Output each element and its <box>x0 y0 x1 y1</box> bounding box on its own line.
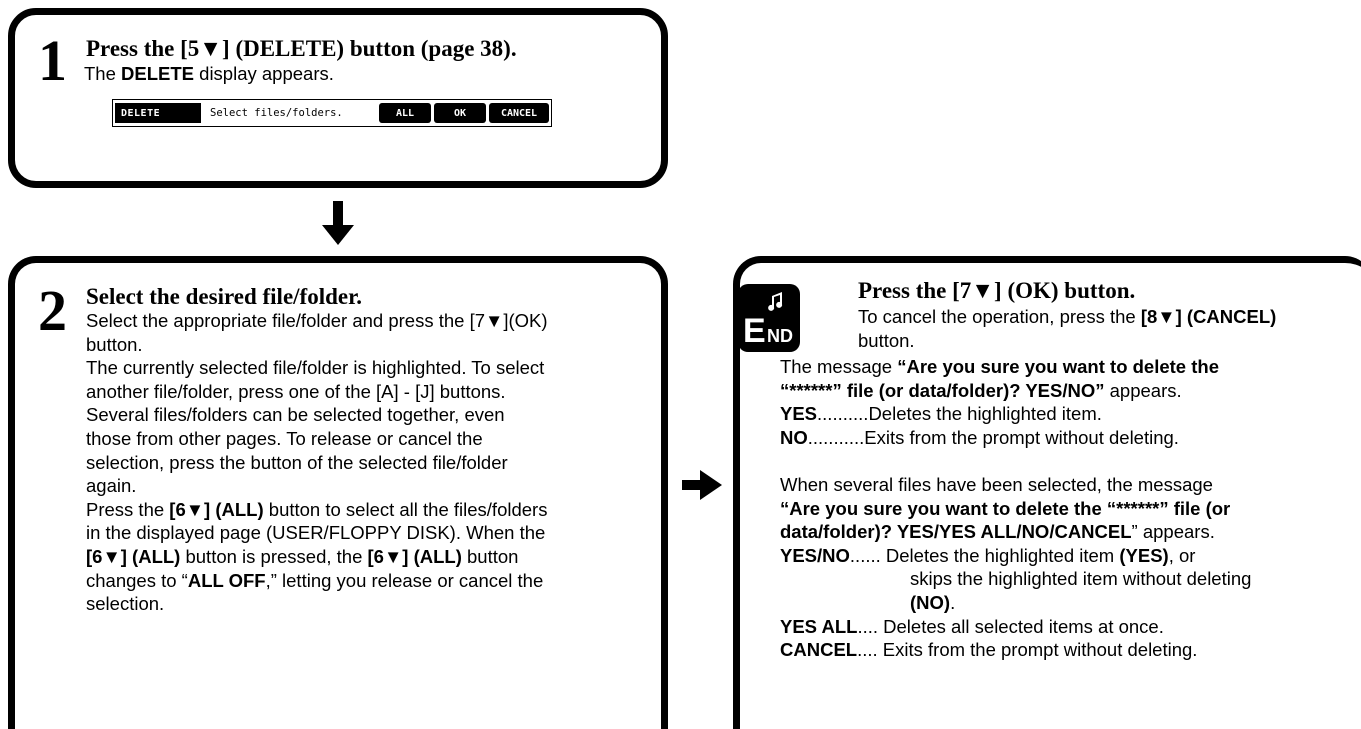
step-1-heading: Press the [5▼] (DELETE) button (page 38)… <box>86 36 517 61</box>
end-step-box <box>733 256 1361 729</box>
lcd-delete-display: DELETE Select files/folders. ALL OK CANC… <box>112 99 552 127</box>
lcd-ok-button: OK <box>434 103 486 123</box>
end-cancel-note: To cancel the operation, press the [8▼] … <box>858 306 1277 351</box>
right-arrow-icon <box>682 470 722 500</box>
end-message-2: When several files have been selected, t… <box>780 474 1252 661</box>
cancel-definition: CANCEL.... Exits from the prompt without… <box>780 639 1198 661</box>
lcd-title: DELETE <box>115 103 201 123</box>
yesno-definition: YES/NO...... Deletes the highlighted ite… <box>780 544 1196 566</box>
step-2-paragraph-1: Select the appropriate file/folder and p… <box>86 310 548 615</box>
end-heading: Press the [7▼] (OK) button. <box>858 278 1136 303</box>
step-1-description: The DELETE display appears. <box>84 63 334 84</box>
yes-definition: YES..........Deletes the highlighted ite… <box>780 403 1102 425</box>
lcd-all-button: ALL <box>379 103 431 123</box>
lcd-message: Select files/folders. <box>210 107 343 119</box>
step-2-heading: Select the desired file/folder. <box>86 284 362 309</box>
no-definition: NO...........Exits from the prompt witho… <box>780 426 1179 448</box>
end-icon: E ND <box>738 284 800 352</box>
down-arrow-icon <box>322 201 354 245</box>
step-2-number: 2 <box>38 278 67 343</box>
step-1-box <box>8 8 668 188</box>
step-2-box <box>8 256 668 729</box>
step-1-number: 1 <box>38 28 67 93</box>
lcd-cancel-button: CANCEL <box>489 103 549 123</box>
svg-text:E: E <box>743 312 766 350</box>
end-message-1: The message “Are you sure you want to de… <box>780 356 1219 448</box>
svg-text:ND: ND <box>767 326 793 346</box>
yesall-definition: YES ALL.... Deletes all selected items a… <box>780 615 1164 637</box>
